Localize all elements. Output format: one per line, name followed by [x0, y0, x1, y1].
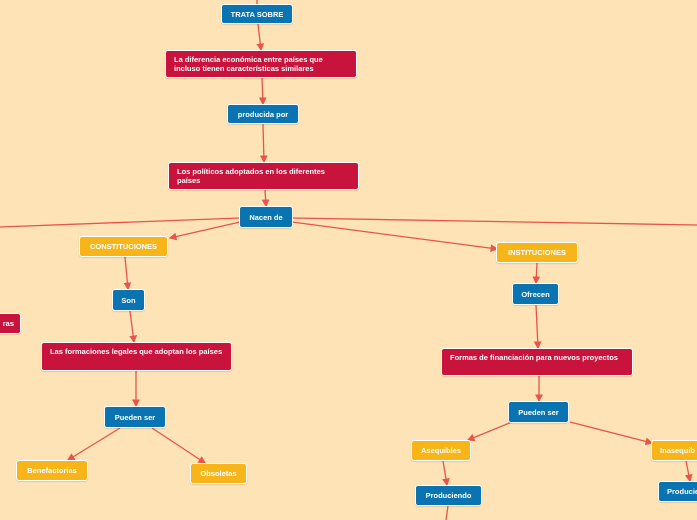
- connector-produciendo-down: [445, 505, 449, 520]
- connector-politicos-nacen: [261, 189, 270, 208]
- node-pueden-ser-right[interactable]: Pueden ser: [508, 401, 569, 423]
- node-ofrecen[interactable]: Ofrecen: [512, 283, 559, 305]
- connector-pueden-asequibles: [466, 421, 513, 442]
- connector-nacen-right-edge: [291, 217, 697, 226]
- connector-pueden-inasequibles: [569, 421, 654, 446]
- connector-nacen-left-edge: [0, 217, 241, 228]
- node-formaciones-legales[interactable]: Las formaciones legales que adoptan los …: [41, 342, 232, 371]
- connector-pueden-obsoletas: [151, 427, 207, 464]
- node-benefactorias[interactable]: Benefactorias: [16, 460, 88, 481]
- node-produciendo[interactable]: Produciendo: [415, 485, 482, 506]
- node-formas-financiacion[interactable]: Formas de financiación para nuevos proye…: [441, 348, 633, 376]
- node-trata-sobre[interactable]: TRATA SOBRE: [221, 4, 293, 24]
- node-nacen-de[interactable]: Nacen de: [239, 206, 293, 228]
- connector-pueden-benefactorias: [66, 427, 121, 461]
- node-left-partial[interactable]: ras: [0, 313, 21, 334]
- node-asequibles[interactable]: Asequibles: [411, 440, 471, 461]
- connector-instituciones-ofrecen: [532, 262, 541, 285]
- node-politicos-adoptados[interactable]: Los políticos adoptados en los diferente…: [168, 162, 359, 190]
- connector-nacen-constituciones: [168, 221, 241, 241]
- connector-asequibles-produciendo: [442, 460, 450, 487]
- node-inasequibles-partial[interactable]: Inasequib: [651, 440, 697, 461]
- connector-ofrecen-formas: [533, 304, 542, 350]
- node-produciendo-partial[interactable]: Producie: [658, 481, 697, 502]
- node-son[interactable]: Son: [112, 289, 145, 311]
- connector-inasequibles-produciendo: [684, 460, 693, 483]
- node-pueden-ser-left[interactable]: Pueden ser: [104, 406, 166, 428]
- connector-nacen-instituciones: [291, 221, 499, 253]
- connector-son-formaciones: [129, 310, 138, 344]
- connector-diferencia-producida: [258, 77, 267, 106]
- node-producida-por[interactable]: producida por: [227, 104, 299, 124]
- connector-trata-diferencia: [256, 23, 265, 52]
- node-diferencia-economica[interactable]: La diferencia económica entre países que…: [165, 50, 357, 78]
- connector-constituciones-son: [123, 256, 132, 291]
- node-constituciones[interactable]: CONSTITUCIONES: [79, 236, 168, 257]
- node-obsoletas[interactable]: Obsoletas: [190, 463, 247, 484]
- node-instituciones[interactable]: INSTITUCIONES: [496, 242, 578, 263]
- connector-producida-politicos: [259, 123, 268, 164]
